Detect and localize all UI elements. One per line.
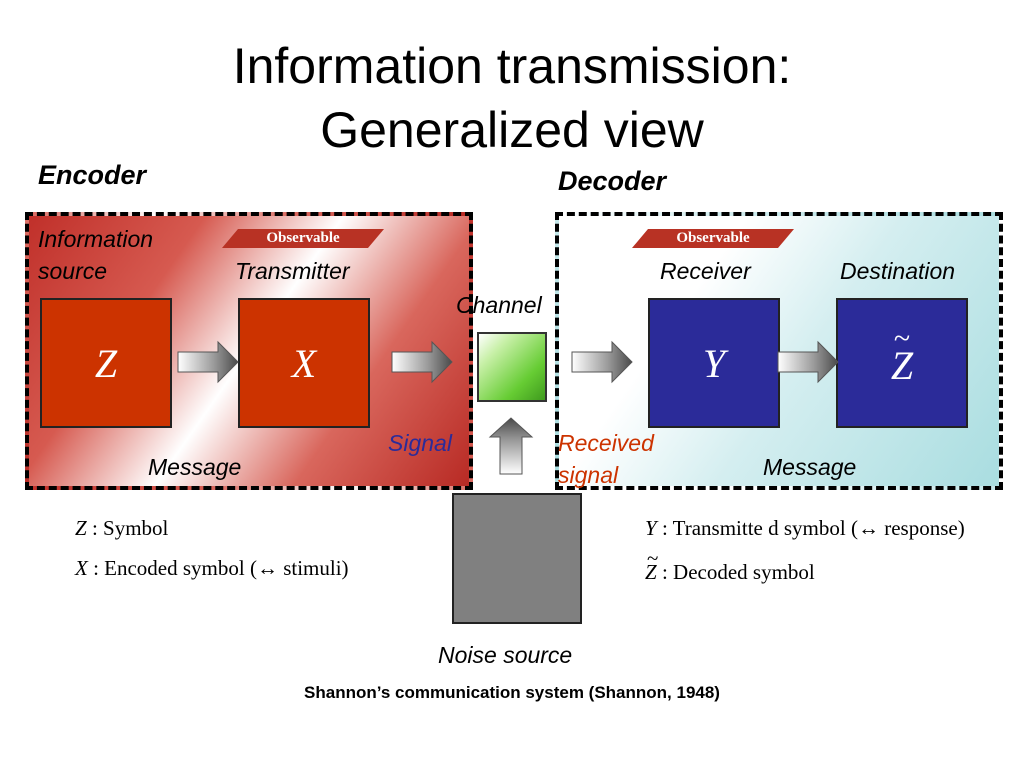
symbol-y: Y: [702, 340, 726, 386]
destination-box: ~ Z: [836, 298, 968, 428]
arrow-channel-to-y: [571, 340, 633, 384]
received-signal-label-line-2: signal: [558, 462, 619, 488]
legend-y-symbol: Y: [645, 516, 657, 540]
legend-y: Y : Transmitte d symbol (↔ response): [645, 516, 965, 541]
info-source-label-line-1: Information: [38, 226, 154, 252]
arrow-z-to-x: [177, 340, 239, 384]
legend-tilde-mark: ~: [647, 546, 659, 570]
receiver-label: Receiver: [660, 258, 751, 284]
decoder-observable-label: Observable: [676, 230, 750, 246]
channel-label: Channel: [456, 292, 542, 318]
info-source-box: Z: [40, 298, 172, 428]
legend-x: X : Encoded symbol (↔ stimuli): [75, 556, 349, 581]
observable-tag-shape: [632, 229, 794, 248]
info-source-label-line-2: source: [38, 258, 108, 284]
encoder-heading: Encoder: [38, 160, 147, 190]
transmitter-box: X: [238, 298, 370, 428]
noise-source-box: [452, 493, 582, 624]
received-signal-label-line-1: Received: [558, 430, 654, 456]
decoder-message-label: Message: [763, 454, 857, 480]
transmitter-label: Transmitter: [235, 258, 350, 284]
legend-x-description: : Encoded symbol (↔ stimuli): [93, 556, 349, 580]
slide-title-line-2: Generalized view: [320, 102, 704, 158]
legend-x-symbol: X: [75, 556, 88, 580]
slide-caption: Shannon’s communication system (Shannon,…: [304, 683, 720, 702]
arrow-y-to-z-tilde: [777, 340, 839, 384]
symbol-z-tilde: Z: [890, 343, 914, 388]
slide-title-line-1: Information transmission:: [232, 38, 792, 94]
legend-z-tilde-description: : Decoded symbol: [661, 560, 815, 584]
decoder-observable-tag: Observable: [632, 229, 794, 248]
legend-y-description: : Transmitte d symbol (↔ response): [661, 516, 965, 540]
noise-source-label: Noise source: [438, 642, 573, 668]
encoder-message-label: Message: [148, 454, 242, 480]
arrow-x-to-channel: [391, 340, 453, 384]
legend-z-symbol: Z: [75, 516, 87, 540]
legend-z-description: : Symbol: [91, 516, 169, 540]
encoder-observable-label: Observable: [266, 230, 340, 246]
symbol-x: X: [291, 340, 317, 386]
symbol-z: Z: [94, 340, 118, 386]
legend-z-tilde: ~Z : Decoded symbol: [645, 546, 815, 585]
arrow-noise-to-channel: [488, 417, 534, 475]
observable-tag-shape: [222, 229, 384, 248]
encoder-observable-tag: Observable: [222, 229, 384, 248]
legend-z-tilde-symbol: ~Z: [645, 546, 659, 584]
destination-label: Destination: [840, 258, 956, 284]
signal-label: Signal: [388, 430, 452, 456]
receiver-box: Y: [648, 298, 780, 428]
channel-box: [477, 332, 547, 402]
decoder-heading: Decoder: [558, 166, 667, 196]
legend-z: Z : Symbol: [75, 516, 168, 541]
